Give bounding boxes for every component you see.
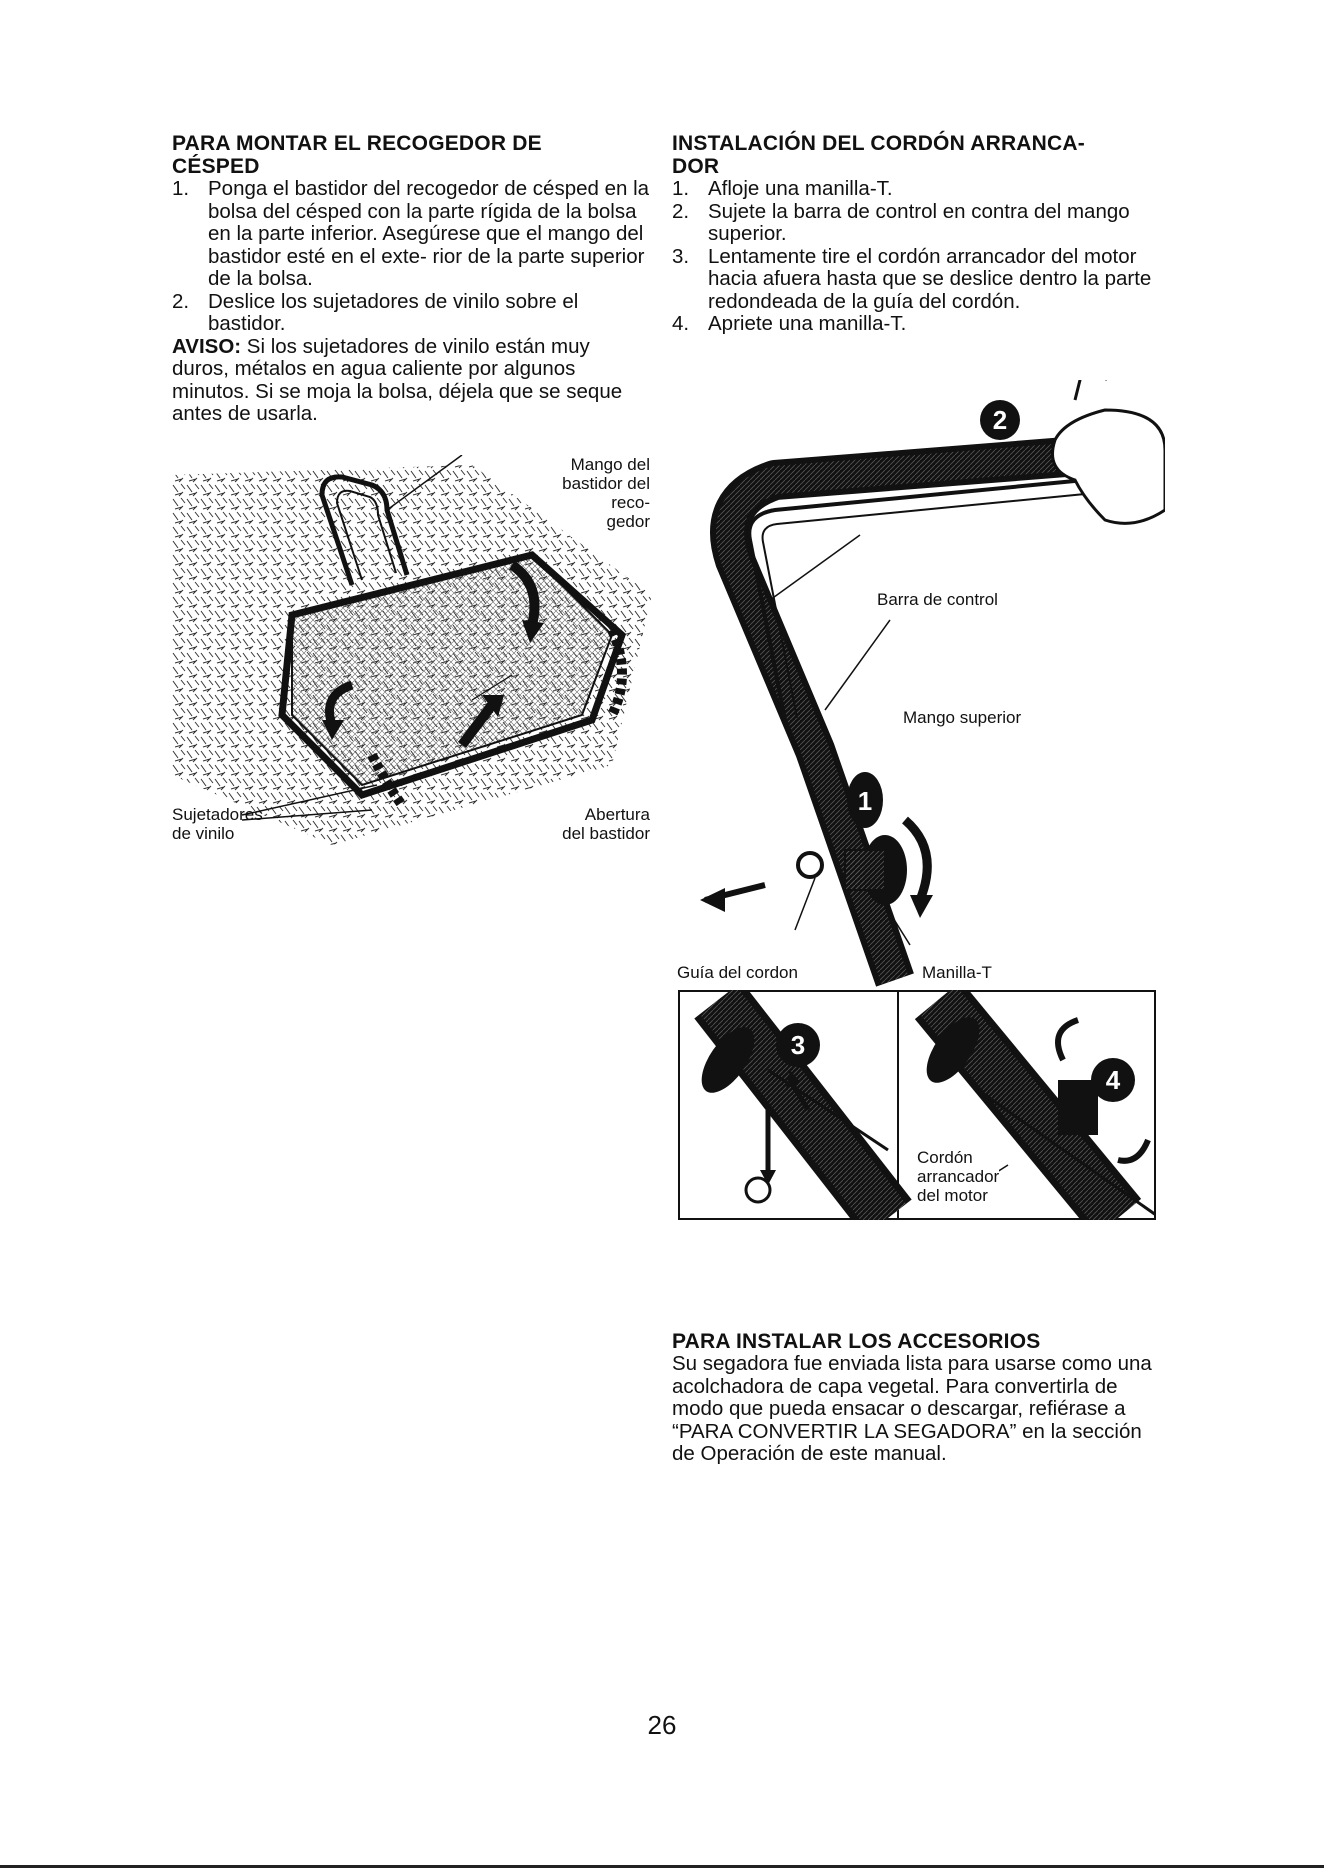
control-bar-label: Barra de control <box>877 590 998 609</box>
grass-catcher-illustration <box>172 455 652 845</box>
accessories-section: PARA INSTALAR LOS ACCESORIOS Su segadora… <box>672 1330 1162 1466</box>
list-item: 2.Sujete la barra de control en contra d… <box>672 199 1130 245</box>
badge-3-text: 3 <box>791 1030 805 1060</box>
grass-catcher-steps: 1.Ponga el bastidor del recogedor de cés… <box>172 177 652 336</box>
page-number: 26 <box>647 1710 677 1740</box>
upper-handle-label: Mango superior <box>903 708 1022 727</box>
frame-opening-label: Abertura del bastidor <box>562 805 650 843</box>
badge-2-text: 2 <box>993 405 1007 435</box>
starter-rope-steps: 1.Afloje una manilla-T. 2.Sujete la barr… <box>672 177 1162 336</box>
starter-rope-heading: INSTALACIÓN DEL CORDÓN ARRANCA- DOR <box>672 132 1085 178</box>
list-item: 3.Lentamente tire el cordón arrancador d… <box>672 244 1152 313</box>
list-item: 1.Ponga el bastidor del recogedor de cés… <box>172 177 650 290</box>
accessories-heading: PARA INSTALAR LOS ACCESORIOS <box>672 1330 1041 1353</box>
badge-4-text: 4 <box>1106 1065 1121 1095</box>
accessories-text: Su segadora fue enviada lista para usars… <box>672 1352 1152 1465</box>
list-item: 4.Apriete una manilla-T. <box>672 312 907 335</box>
starter-rope-section: INSTALACIÓN DEL CORDÓN ARRANCA- DOR 1.Af… <box>672 132 1162 336</box>
grass-catcher-heading: PARA MONTAR EL RECOGEDOR DE CÉSPED <box>172 132 542 178</box>
vinyl-clips-label: Sujetadores de vinilo <box>172 805 263 843</box>
bottom-rule <box>0 1865 1324 1868</box>
frame-handle-label: Mango del bastidor del reco- gedor <box>562 455 650 531</box>
rope-guide-label: Guía del cordon <box>677 963 798 982</box>
starter-rope-label: Cordón arrancador del motor <box>917 1148 1000 1205</box>
list-item: 2.Deslice los sujetadores de vinilo sobr… <box>172 289 579 335</box>
grass-catcher-section: PARA MONTAR EL RECOGEDOR DE CÉSPED 1.Pon… <box>172 132 652 426</box>
starter-rope-illustration: 2 1 <box>700 380 1165 987</box>
notice-paragraph: AVISO: Si los sujetadores de vinilo está… <box>172 334 623 425</box>
t-knob-label: Manilla-T <box>922 963 992 982</box>
list-item: 1.Afloje una manilla-T. <box>672 177 893 200</box>
badge-1-text: 1 <box>858 786 872 816</box>
